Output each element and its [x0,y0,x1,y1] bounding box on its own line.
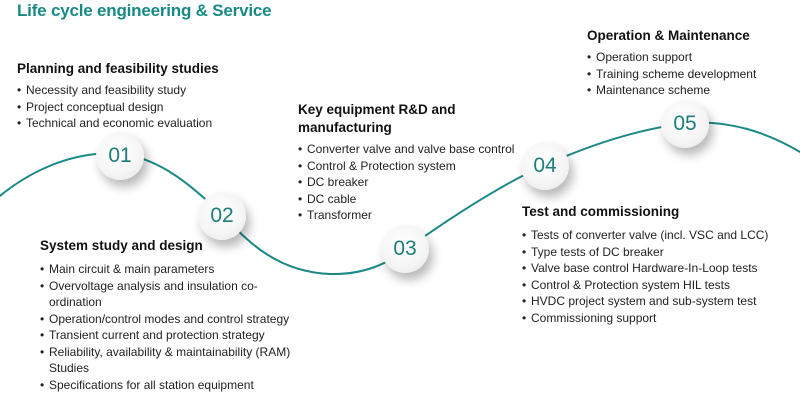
list-item: Necessity and feasibility study [17,82,277,99]
stage-item-list: Tests of converter valve (incl. VSC and … [522,227,797,326]
stage-heading: Operation & Maintenance [587,28,750,43]
stage-number: 02 [210,204,234,227]
stage-block-operation-maintenance: Operation & Maintenance Operation suppor… [587,27,797,99]
list-item: Control & Protection system HIL tests [522,277,797,294]
list-item: Operation support [587,49,797,66]
list-item: Transient current and protection strateg… [40,327,300,344]
stage-block-planning: Planning and feasibility studies Necessi… [17,60,277,132]
list-item: Type tests of DC breaker [522,244,797,261]
list-item: Reliability, availability & maintainabil… [40,344,300,377]
list-item: Project conceptual design [17,99,277,116]
list-item: Operation/control modes and control stra… [40,311,300,328]
stage-node-05[interactable]: 05 [661,100,709,148]
list-item: Specifications for all station equipment [40,377,300,394]
stage-heading: Planning and feasibility studies [17,61,219,76]
list-item: Tests of converter valve (incl. VSC and … [522,227,797,244]
stage-item-list: Necessity and feasibility study Project … [17,82,277,132]
list-item: Main circuit & main parameters [40,261,300,278]
stage-node-03[interactable]: 03 [381,225,429,273]
stage-heading: Key equipment R&D and manufacturing [298,102,456,135]
list-item: Maintenance scheme [587,82,797,99]
stage-item-list: Operation support Training scheme develo… [587,49,797,99]
stage-block-key-equipment: Key equipment R&D and manufacturing Conv… [298,101,533,224]
stage-number: 04 [533,154,557,177]
stage-heading: System study and design [40,238,203,253]
stage-heading: Test and commissioning [522,204,680,219]
list-item: Technical and economic evaluation [17,115,277,132]
list-item: Valve base control Hardware-In-Loop test… [522,260,797,277]
list-item: DC breaker [298,174,533,191]
stage-number: 05 [673,112,697,135]
list-item: Training scheme development [587,66,797,83]
stage-item-list: Converter valve and valve base control C… [298,141,533,224]
list-item: Commissioning support [522,310,797,327]
list-item: Control & Protection system [298,158,533,175]
stage-block-test-commissioning: Test and commissioning Tests of converte… [522,203,797,326]
list-item: Converter valve and valve base control [298,141,533,158]
stage-node-01[interactable]: 01 [96,132,144,180]
stage-node-02[interactable]: 02 [198,192,246,240]
stage-block-system-study: System study and design Main circuit & m… [40,237,300,393]
list-item: Overvoltage analysis and insulation co-o… [40,278,300,311]
list-item: DC cable [298,191,533,208]
stage-number: 01 [108,144,132,167]
page-title: Life cycle engineering & Service [17,1,272,20]
stage-number: 03 [393,237,417,260]
list-item: Transformer [298,207,533,224]
stage-item-list: Main circuit & main parameters Overvolta… [40,261,300,393]
list-item: HVDC project system and sub-system test [522,293,797,310]
